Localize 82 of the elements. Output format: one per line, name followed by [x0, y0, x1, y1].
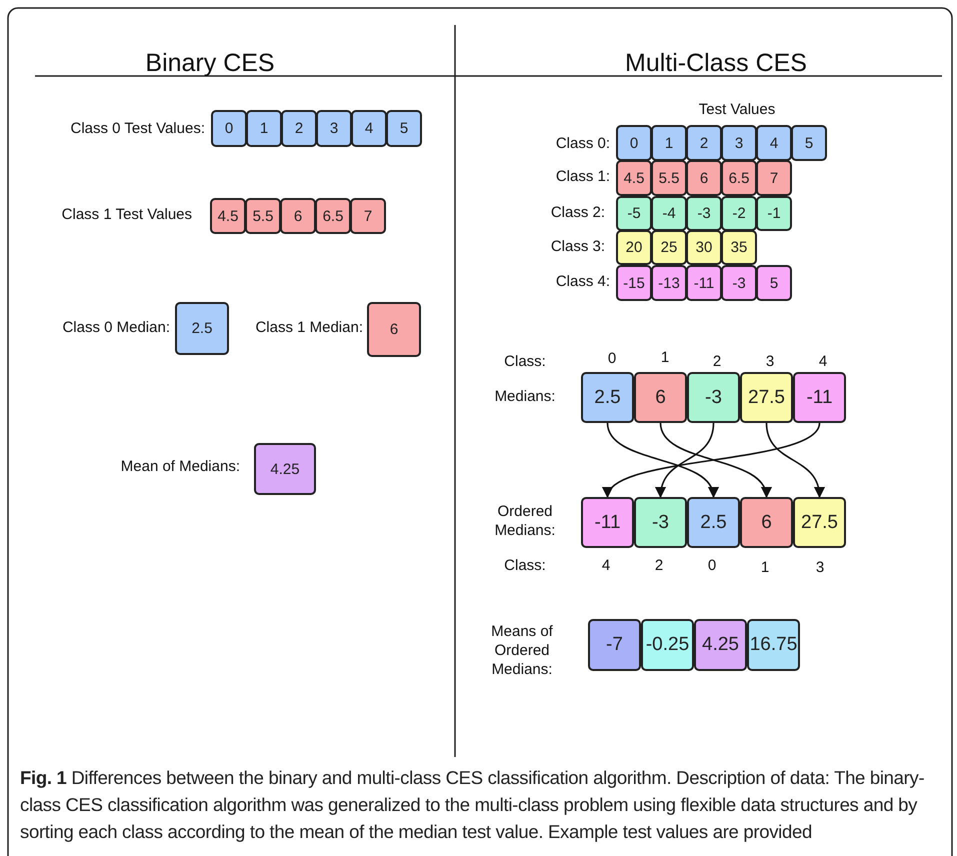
value-box: 6: [280, 198, 316, 234]
value-box: 7: [350, 198, 386, 234]
value-box: -15: [616, 265, 652, 301]
value-box: -3: [686, 196, 722, 231]
row-label: Class 0 Test Values:: [69, 119, 205, 138]
class-number: 2: [712, 352, 722, 371]
value-box: 6.5: [315, 198, 351, 234]
class-number: 3: [764, 352, 776, 371]
class-number: 0: [706, 556, 718, 575]
value-box: 3: [721, 125, 757, 161]
value-box: 20: [616, 230, 652, 265]
row-label: Class 1:: [554, 167, 610, 186]
value-box: 6: [634, 372, 687, 423]
value-box: 5: [791, 125, 827, 161]
column-heading: Test Values: [698, 100, 776, 119]
value-box: -5: [616, 196, 652, 231]
value-box: 35: [721, 230, 757, 265]
value-box: 5: [756, 265, 792, 301]
class-number: 1: [660, 348, 670, 367]
value-box: 0: [211, 110, 247, 147]
value-box: -11: [793, 372, 846, 423]
value-box: -3: [687, 372, 740, 423]
value-box: 2.5: [581, 372, 634, 423]
value-box: 1: [651, 125, 687, 161]
row-label: Class 0:: [554, 134, 610, 153]
row-label: Class 0 Median:: [61, 318, 170, 337]
value-box: -3: [721, 265, 757, 301]
class-number: 1: [760, 558, 770, 577]
value-box: 6: [367, 302, 421, 357]
value-box: 4.25: [254, 443, 316, 495]
row-label: Ordered Medians:: [494, 502, 556, 540]
value-box: -11: [581, 497, 634, 548]
value-box: 4: [351, 110, 387, 147]
value-box: 4.5: [210, 198, 246, 234]
value-box: 7: [756, 160, 792, 196]
value-box: 25: [651, 230, 687, 265]
figure-caption: Fig. 1 Differences between the binary and multi-class CES classification algorithm. Description of data: The binary-class CES classification algorithm was generalized to the multi-class problem using flexible data structures and by sorting each class according to the mean of the median test value. Example test values are provided: [20, 766, 926, 844]
row-label: Class 2:: [550, 203, 605, 222]
value-box: 2.5: [687, 497, 740, 548]
row-label: Class:: [503, 352, 547, 371]
value-box: 5.5: [245, 198, 281, 234]
value-box: 0: [616, 125, 652, 161]
value-box: -13: [651, 265, 687, 301]
row-label: Medians:: [494, 387, 556, 406]
value-box: -2: [721, 196, 757, 231]
row-label: Class 1 Test Values: [60, 205, 192, 224]
value-box: 16.75: [747, 619, 800, 671]
value-box: 4: [756, 125, 792, 161]
section-heading: Binary CES: [144, 48, 276, 78]
value-box: 4.5: [616, 160, 652, 196]
value-box: -11: [686, 265, 722, 301]
row-label: Class 1 Median:: [254, 318, 363, 337]
value-box: -7: [588, 619, 641, 671]
row-label: Class 4:: [554, 272, 610, 291]
value-box: -4: [651, 196, 687, 231]
row-label: Mean of Medians:: [120, 457, 240, 476]
value-box: 5.5: [651, 160, 687, 196]
class-number: 2: [654, 556, 664, 575]
row-label: Class 3:: [550, 237, 605, 256]
value-box: 3: [316, 110, 352, 147]
value-box: 30: [686, 230, 722, 265]
value-box: 6: [740, 497, 793, 548]
value-box: 6.5: [721, 160, 757, 196]
value-box: 27.5: [740, 372, 793, 423]
row-label: Means of Ordered Medians:: [490, 622, 554, 679]
class-number: 4: [600, 556, 612, 575]
value-box: 2: [686, 125, 722, 161]
class-number: 0: [606, 349, 618, 368]
class-number: 3: [814, 558, 826, 577]
value-box: -0.25: [641, 619, 694, 671]
row-label: Class:: [503, 556, 547, 575]
value-box: 1: [246, 110, 282, 147]
value-box: 2.5: [175, 302, 229, 355]
value-box: 6: [686, 160, 722, 196]
value-box: 5: [386, 110, 422, 147]
value-box: -3: [634, 497, 687, 548]
value-box: 27.5: [793, 497, 846, 548]
section-heading: Multi-Class CES: [624, 48, 808, 78]
value-box: 4.25: [694, 619, 747, 671]
class-number: 4: [818, 352, 828, 371]
value-box: -1: [756, 196, 792, 231]
value-box: 2: [281, 110, 317, 147]
